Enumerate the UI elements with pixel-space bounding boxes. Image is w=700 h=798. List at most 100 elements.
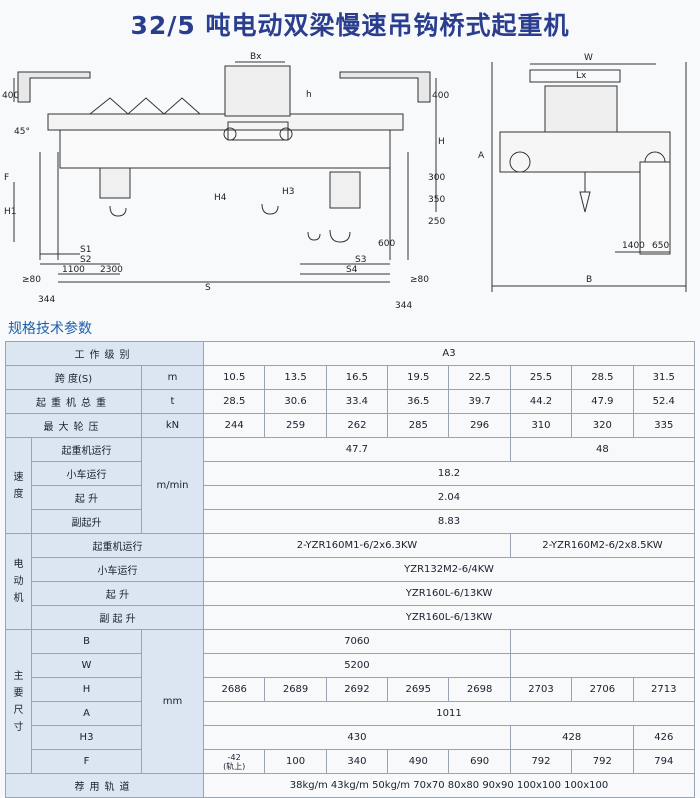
dim-h-cell: 2703 — [509, 677, 573, 702]
dim-h3-c: 426 — [632, 725, 696, 750]
dim-h: h — [306, 90, 312, 100]
row-work-class: 工作级别 A3 — [4, 341, 695, 366]
work-class-label: 工作级别 — [4, 341, 205, 366]
wheel-load-cell: 310 — [509, 413, 573, 438]
row-dim-f: F -42(轨上) 100 340 490 690 792 792 794 — [6, 749, 696, 774]
dim-h3-a: 430 — [203, 725, 511, 750]
wheel-load-cell: 244 — [203, 413, 266, 438]
dim-45: 45° — [14, 127, 30, 137]
motor-crane-b: 2-YZR160M2-6/2x8.5KW — [509, 533, 696, 558]
total-weight-cell: 30.6 — [264, 389, 327, 414]
span-cell: 22.5 — [448, 365, 511, 390]
dim-650: 650 — [652, 241, 669, 251]
wheel-load-cell: 320 — [571, 413, 634, 438]
speed-lift: 2.04 — [203, 485, 695, 510]
dim-h-cell: 2689 — [264, 677, 327, 702]
dim-b-value: 7060 — [203, 629, 511, 654]
wheel-load-cell: 262 — [325, 413, 389, 438]
wheel-load-cell: 259 — [264, 413, 327, 438]
span-cell: 10.5 — [203, 365, 266, 390]
page-title: 32/5 吨电动双梁慢速吊钩桥式起重机 — [130, 11, 570, 40]
section-title: 规格技术参数 — [8, 321, 92, 337]
span-cell: 13.5 — [264, 365, 327, 390]
dim-1400: 1400 — [622, 241, 645, 251]
motor-trolley-label: 小车运行 — [30, 557, 205, 582]
row-dim-h: H 2686 2689 2692 2695 2698 2703 2706 271… — [6, 677, 696, 702]
dim-h3-b: 428 — [509, 725, 634, 750]
dim-344a: 344 — [38, 295, 55, 305]
dim-h-cell: 2698 — [448, 677, 511, 702]
dim-h-label: H — [31, 677, 142, 702]
speed-trolley-label: 小车运行 — [31, 461, 142, 486]
row-total-weight: 起重机总重 t 28.5 30.6 33.4 36.5 39.7 44.2 47… — [5, 389, 696, 414]
span-cell: 31.5 — [632, 365, 696, 390]
speed-crane-b: 48 — [509, 437, 696, 462]
dims-unit: mm — [140, 629, 205, 774]
motor-lift-label: 起 升 — [30, 581, 205, 606]
row-span: 跨 度(S) m 10.5 13.5 16.5 19.5 22.5 25.5 2… — [5, 365, 696, 390]
span-cell: 19.5 — [387, 365, 450, 390]
dim-400a: 400 — [2, 91, 19, 101]
work-class-value: A3 — [203, 341, 695, 366]
dim-300: 300 — [428, 173, 445, 183]
dim-h-cell: 2706 — [571, 677, 634, 702]
dim-w-value: 5200 — [203, 653, 511, 678]
motor-aux: YZR160L-6/13KW — [203, 605, 695, 630]
dim-344b: 344 — [395, 301, 412, 311]
crane-drawing: Bx h H H1 H3 H4 F 400 400 45° S1 S2 S3 S… — [0, 42, 700, 314]
dim-f-cell: 490 — [387, 749, 450, 774]
dim-f-cell: 794 — [632, 749, 696, 774]
motor-trolley: YZR132M2-6/4KW — [203, 557, 695, 582]
wheel-load-cell: 285 — [387, 413, 450, 438]
wheel-load-unit: kN — [140, 413, 205, 438]
row-motor-crane: 电动机 起重机运行 2-YZR160M1-6/2x6.3KW 2-YZR160M… — [5, 533, 696, 630]
row-motor-aux: 副 起 升 YZR160L-6/13KW — [6, 605, 695, 630]
span-cell: 28.5 — [571, 365, 634, 390]
dim-f-cell: 792 — [509, 749, 573, 774]
dim-h-cell: 2692 — [325, 677, 389, 702]
spec-table: 工作级别 A3 跨 度(S) m 10.5 13.5 16.5 19.5 22.… — [4, 341, 696, 798]
total-weight-cell: 33.4 — [325, 389, 389, 414]
dim-f-label: F — [31, 749, 142, 774]
dim-h-cell: 2713 — [632, 677, 696, 702]
dim-s2: S2 — [80, 255, 91, 265]
total-weight-cell: 36.5 — [387, 389, 450, 414]
row-dim-b: 主要尺寸 B mm 7060 — [5, 629, 696, 774]
wheel-load-label: 最大轮压 — [5, 413, 142, 438]
row-speed-aux: 副起升 8.83 — [6, 509, 695, 534]
total-weight-cell: 28.5 — [203, 389, 266, 414]
dim-h-big: H — [438, 137, 445, 147]
dim-2300: 2300 — [100, 265, 123, 275]
dim-h3: H3 — [282, 187, 295, 197]
motor-crane-label: 起重机运行 — [30, 533, 205, 558]
row-wheel-load: 最大轮压 kN 244 259 262 285 296 310 320 335 — [5, 413, 696, 438]
dim-400b: 400 — [432, 91, 449, 101]
dim-lx: Lx — [576, 71, 587, 81]
dim-s1: S1 — [80, 245, 91, 255]
span-unit: m — [140, 365, 205, 390]
row-speed-crane: 速度 起重机运行 m/min 47.7 48 — [5, 437, 696, 534]
speed-lift-label: 起 升 — [31, 485, 142, 510]
dim-bx: Bx — [250, 52, 262, 62]
dim-f-cell: 792 — [571, 749, 634, 774]
row-rail: 荐用轨道 38kg/m 43kg/m 50kg/m 70x70 80x80 90… — [4, 773, 695, 798]
dim-b-empty — [509, 629, 696, 654]
dim-a: A — [478, 151, 485, 161]
row-dim-a: A 1011 — [6, 701, 695, 726]
total-weight-cell: 52.4 — [632, 389, 696, 414]
dim-f: F — [4, 173, 9, 183]
dim-f-cell: 340 — [325, 749, 389, 774]
total-weight-cell: 39.7 — [448, 389, 511, 414]
dim-f-cell: 100 — [264, 749, 327, 774]
dim-600: 600 — [378, 239, 395, 249]
span-cell: 16.5 — [325, 365, 389, 390]
dim-1100: 1100 — [62, 265, 85, 275]
speed-group-label: 速度 — [5, 437, 32, 534]
dim-350: 350 — [428, 195, 445, 205]
row-dim-w: W 5200 — [6, 653, 696, 678]
dim-s4: S4 — [346, 265, 358, 275]
dim-a-value: 1011 — [203, 701, 695, 726]
dim-s: S — [205, 283, 211, 293]
wheel-load-cell: 335 — [632, 413, 696, 438]
wheel-load-cell: 296 — [448, 413, 511, 438]
